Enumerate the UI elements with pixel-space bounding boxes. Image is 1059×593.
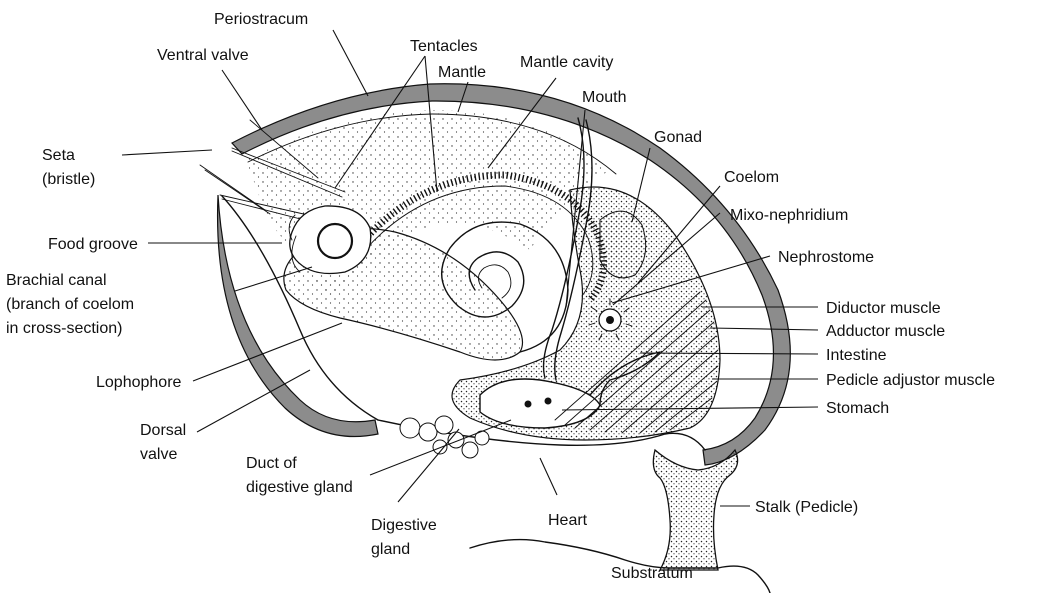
label-brachial-canal-3: in cross-section) — [6, 320, 122, 337]
label-food-groove: Food groove — [48, 236, 138, 253]
label-brachial-canal: Brachial canal — [6, 272, 107, 289]
label-heart: Heart — [548, 512, 588, 529]
label-pedicle-adjustor-muscle: Pedicle adjustor muscle — [826, 372, 995, 389]
label-lophophore: Lophophore — [96, 374, 182, 391]
label-mouth: Mouth — [582, 89, 626, 106]
label-gonad: Gonad — [654, 129, 702, 146]
label-ventral-valve: Ventral valve — [157, 47, 249, 64]
label-coelom: Coelom — [724, 169, 779, 186]
label-digestive: Digestive — [371, 517, 437, 534]
label-substratum: Substratum — [611, 565, 693, 582]
pedicle-stalk — [653, 450, 737, 570]
label-tentacles: Tentacles — [410, 38, 478, 55]
label-dorsal: Dorsal — [140, 422, 186, 439]
label-digestive-gland: gland — [371, 541, 410, 558]
label-periostracum: Periostracum — [214, 11, 308, 28]
label-seta-bristle: (bristle) — [42, 171, 95, 188]
label-intestine: Intestine — [826, 347, 887, 364]
label-dorsal-valve: valve — [140, 446, 177, 463]
digestive-gland-lobes — [400, 416, 489, 458]
label-digestive-gland-duct: digestive gland — [246, 479, 353, 496]
label-diductor-muscle: Diductor muscle — [826, 300, 941, 317]
label-seta: Seta — [42, 147, 75, 164]
label-duct-of: Duct of — [246, 455, 297, 472]
label-brachial-canal-2: (branch of coelom — [6, 296, 134, 313]
label-mixo-nephridium: Mixo-nephridium — [730, 207, 848, 224]
label-nephrostome: Nephrostome — [778, 249, 874, 266]
label-adductor-muscle: Adductor muscle — [826, 323, 945, 340]
brachiopod-illustration — [200, 84, 790, 593]
label-mantle-cavity: Mantle cavity — [520, 54, 613, 71]
label-stalk-pedicle: Stalk (Pedicle) — [755, 499, 858, 516]
label-stomach: Stomach — [826, 400, 889, 417]
label-mantle: Mantle — [438, 64, 486, 81]
gonad-organ — [600, 211, 646, 278]
